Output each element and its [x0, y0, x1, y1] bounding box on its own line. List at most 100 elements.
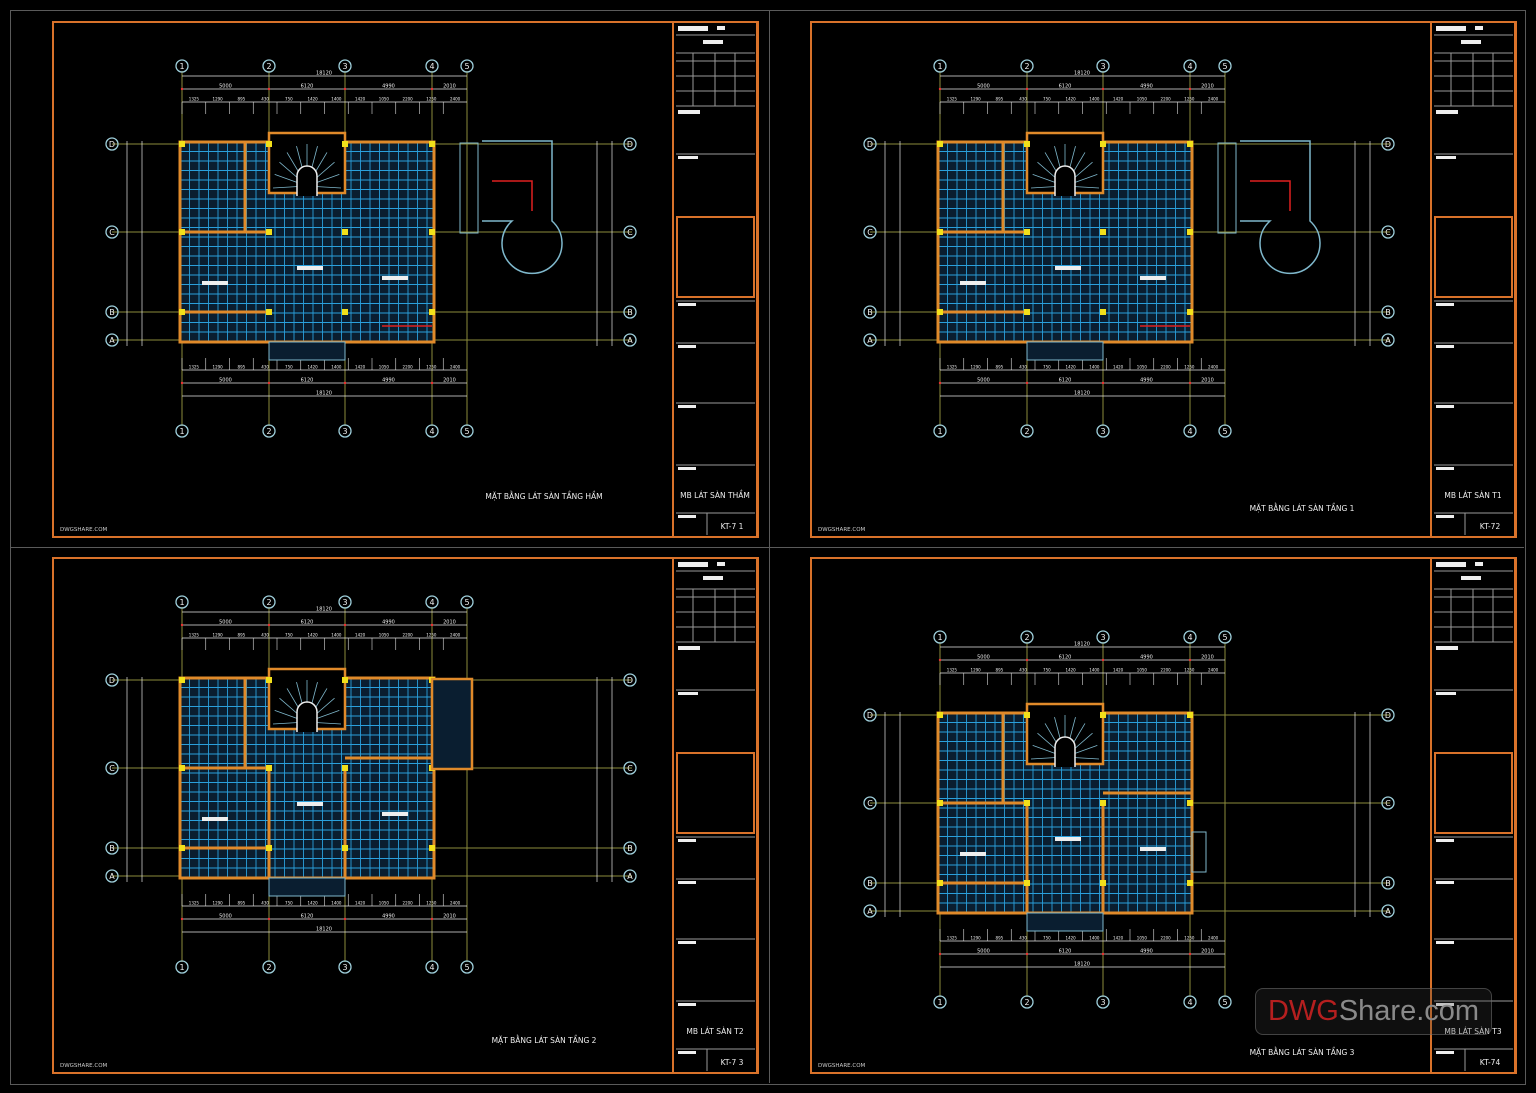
block-title: MB LÁT SÀN THẦM [680, 490, 750, 500]
column [266, 141, 272, 147]
dimension-tick [938, 658, 942, 662]
dimension-text: 6120 [1059, 378, 1072, 384]
dimension-text: 1325 [189, 365, 200, 370]
dimension-text: 4990 [1140, 378, 1153, 384]
dimension-tick [1188, 381, 1192, 385]
axis-circle [933, 630, 947, 644]
axis-bubble-1: 1 [933, 59, 947, 73]
dimension-text: 1290 [213, 97, 224, 102]
dimension-text: 1420 [1113, 936, 1124, 941]
axis-label: C [867, 228, 873, 237]
dimension-text: 1290 [971, 365, 982, 370]
axis-circle [175, 424, 189, 438]
axis-bubble-2: 2 [262, 424, 276, 438]
dimension-text: 430 [261, 97, 269, 102]
axis-bubble-4: 4 [425, 59, 439, 73]
dimension-text: 430 [1019, 365, 1027, 370]
terrace-annex [1217, 140, 1321, 275]
axis-circle [105, 869, 119, 883]
axis-label: D [1385, 711, 1391, 720]
axis-circle [623, 761, 637, 775]
axis-label: D [867, 140, 873, 149]
dimension-text: 1325 [189, 901, 200, 906]
axis-label: 5 [464, 62, 469, 71]
room-label-block [202, 817, 228, 821]
axis-bubble-C: C [1381, 225, 1395, 239]
axis-bubble-5: 5 [1218, 995, 1232, 1009]
column [179, 677, 185, 683]
dimension-text: 5000 [977, 949, 990, 955]
dimension-text: 1420 [1066, 936, 1077, 941]
dimension-text: 430 [1019, 936, 1027, 941]
dimension-text: 1420 [1066, 365, 1077, 370]
axis-label: 3 [342, 598, 347, 607]
title-block-label-block [678, 839, 696, 842]
dimension-tick [1188, 952, 1192, 956]
column [342, 677, 348, 683]
title-block-label-block [1436, 303, 1454, 306]
dimension-tick [1101, 952, 1105, 956]
axis-label: B [109, 308, 115, 317]
title-block-frame [1434, 752, 1513, 834]
room-label-block [202, 281, 228, 285]
column [266, 765, 272, 771]
dimension-tick [1101, 381, 1105, 385]
dimension-text: 1050 [379, 633, 390, 638]
dimension-text: 2010 [1201, 655, 1214, 661]
axis-label: 1 [937, 62, 942, 71]
room-label-block [1140, 847, 1166, 851]
dimension-text: 4990 [1140, 949, 1153, 955]
title-block-frame [1434, 216, 1513, 298]
dimension-text: 895 [238, 365, 246, 370]
axis-circle [623, 673, 637, 687]
title-block-border [672, 21, 758, 538]
dimension-tick [267, 917, 271, 921]
dimension-text: 1250 [1184, 936, 1195, 941]
axis-circle [1218, 424, 1232, 438]
dimension-text: 18120 [316, 927, 332, 933]
title-block-label-block [1475, 26, 1483, 30]
dimension-text: 2400 [450, 901, 461, 906]
axis-bubble-A: A [623, 869, 637, 883]
axis-label: 2 [266, 62, 271, 71]
title-block-label-block [678, 467, 696, 470]
axis-circle [933, 424, 947, 438]
axis-circle [863, 333, 877, 347]
dimension-text: 1420 [1066, 668, 1077, 673]
dimension-text: 18120 [316, 607, 332, 613]
axis-label: C [1385, 799, 1391, 808]
axis-circle [863, 225, 877, 239]
title-block-label-block [678, 692, 698, 695]
axis-circle [1183, 424, 1197, 438]
dimension-text: 18120 [1074, 642, 1090, 648]
dimension-tick [1025, 87, 1029, 91]
axis-label: B [109, 844, 115, 853]
axis-circle [175, 59, 189, 73]
stair-core [1054, 165, 1076, 196]
title-block-label-block [1436, 405, 1454, 408]
dimension-text: 1420 [308, 633, 319, 638]
site-label: DWGSHARE.COM [818, 527, 866, 533]
axis-label: A [109, 872, 115, 881]
title-block-label-block [1436, 156, 1456, 159]
room-label-block [382, 276, 408, 280]
column [1100, 229, 1106, 235]
axis-label: C [627, 764, 633, 773]
title-block-border [1430, 21, 1516, 538]
sheet-number: KT-74 [1480, 1058, 1501, 1067]
axis-label: 1 [179, 427, 184, 436]
dimension-text: 1400 [1089, 365, 1100, 370]
title-block-label-block [678, 646, 700, 650]
dimension-text: 2400 [450, 365, 461, 370]
axis-circle [425, 424, 439, 438]
axis-bubble-2: 2 [1020, 630, 1034, 644]
